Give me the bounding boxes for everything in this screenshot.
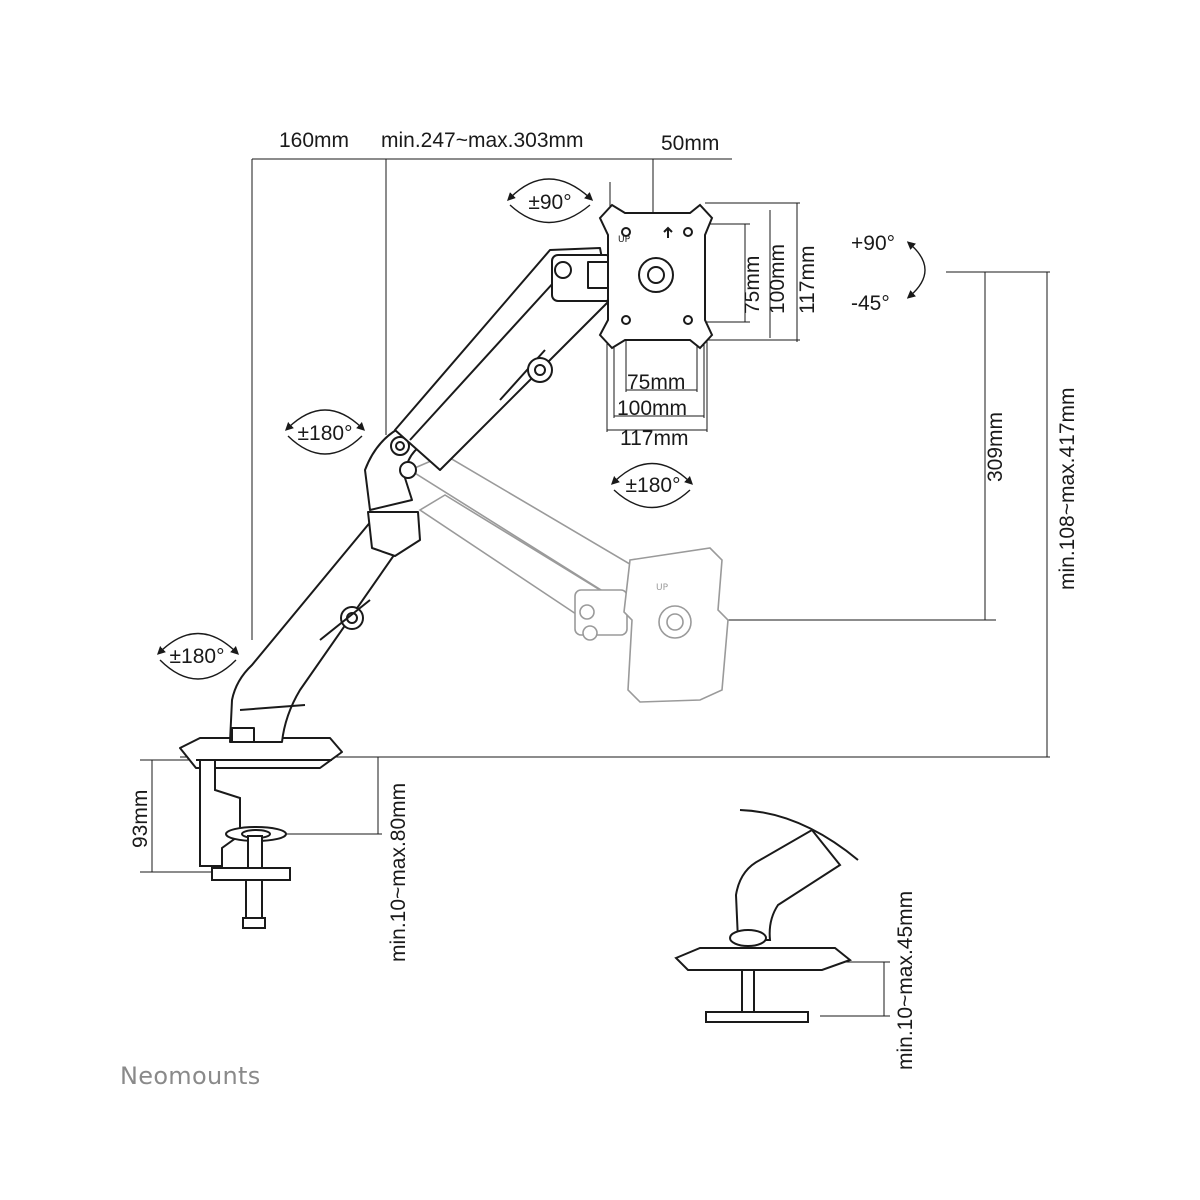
dim-clamp-height: 93mm (129, 789, 152, 848)
dim-arm-extension: min.247~max.303mm (381, 129, 584, 152)
dim-total-height: min.108~max.417mm (1056, 387, 1079, 590)
label-swivel-base: ±180° (169, 645, 225, 668)
desk-clamp (199, 759, 291, 929)
dim-vesa-117-width: 117mm (620, 427, 689, 450)
dimension-lines (140, 158, 1050, 1017)
arm-lowered-ghost: UP (408, 454, 729, 703)
rotation-arcs (156, 178, 926, 680)
dim-vesa-offset: 50mm (661, 132, 720, 155)
label-tilt-down: -45° (851, 292, 890, 315)
svg-text:UP: UP (656, 583, 669, 593)
brand-logo: Neomounts (120, 1062, 261, 1090)
dim-grommet-desk-thickness: min.10~max.45mm (894, 890, 917, 1070)
grommet-mount-detail (674, 809, 859, 1023)
dim-arm-reach: 160mm (279, 129, 350, 152)
dim-vesa-100-width: 100mm (617, 397, 688, 420)
vesa-plate (598, 203, 714, 350)
dim-vesa-117-height: 117mm (796, 245, 819, 314)
label-rotation: ±90° (528, 191, 572, 214)
label-swivel-mid: ±180° (297, 422, 353, 445)
dim-vesa-75-height: 75mm (741, 255, 764, 314)
dim-vesa-75-width: 75mm (627, 371, 686, 394)
dim-clamp-desk-thickness: min.10~max.80mm (387, 782, 410, 962)
dim-vesa-100-height: 100mm (766, 243, 789, 314)
dim-height-adjust: 309mm (984, 411, 1007, 482)
mount-arm (179, 247, 613, 769)
label-swivel-head: ±180° (625, 474, 681, 497)
plate-up-mark: UP (618, 235, 631, 245)
label-tilt-up: +90° (851, 232, 896, 255)
